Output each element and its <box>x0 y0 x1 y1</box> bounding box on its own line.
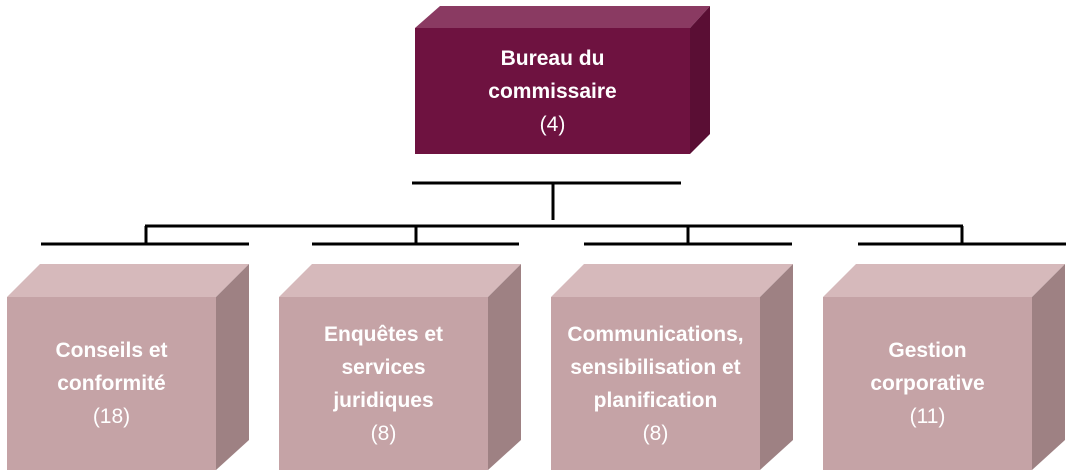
division-title-line: Conseils et <box>55 339 168 362</box>
top-unit-box-front-face <box>415 28 690 154</box>
division-title-line: juridiques <box>333 388 434 412</box>
division-label-enquetes: Enquêtes et services juridiques (8) <box>279 297 488 470</box>
division-box-3 <box>823 264 1065 470</box>
division-title-line: services <box>341 355 426 379</box>
division-box-front-face <box>823 297 1032 470</box>
connector-lines <box>41 181 1066 246</box>
division-box-side-face <box>488 264 521 470</box>
division-title-line: planification <box>593 388 718 412</box>
top-unit-box-side-face <box>690 6 710 154</box>
division-staff-count: (18) <box>92 405 131 428</box>
top-unit-label: Bureau du commissaire (4) <box>415 28 690 154</box>
division-box-top-face <box>7 264 249 297</box>
top-unit-box <box>415 6 710 154</box>
division-box-front-face <box>7 297 216 470</box>
division-box-1 <box>279 264 521 470</box>
division-staff-count: (11) <box>909 405 946 428</box>
division-title-line: Gestion <box>888 339 967 362</box>
top-unit-staff-count: (4) <box>539 112 566 136</box>
division-box-side-face <box>760 264 793 470</box>
division-title-line: Communications, <box>567 322 744 346</box>
top-unit-box-top-face <box>415 6 710 28</box>
top-unit-title-line-2: commissaire <box>488 79 617 103</box>
division-box-top-face <box>279 264 521 297</box>
division-box-top-face <box>823 264 1065 297</box>
division-staff-count: (8) <box>370 421 397 445</box>
division-title-line: sensibilisation et <box>570 355 741 379</box>
division-box-2 <box>551 264 793 470</box>
division-title-line: corporative <box>870 372 985 395</box>
division-label-gestion: Gestion corporative (11) <box>823 297 1032 470</box>
division-box-front-face <box>279 297 488 470</box>
division-title-line: Enquêtes et <box>323 322 444 346</box>
division-box-top-face <box>551 264 793 297</box>
division-box-0 <box>7 264 249 470</box>
top-unit-title-line-1: Bureau du <box>500 46 605 70</box>
division-box-side-face <box>216 264 249 470</box>
division-box-side-face <box>1032 264 1065 470</box>
division-box-front-face <box>551 297 760 470</box>
division-title-line: conformité <box>57 372 166 395</box>
division-staff-count: (8) <box>642 421 669 445</box>
division-label-communications: Communications, sensibilisation et plani… <box>551 297 760 470</box>
division-label-conseils: Conseils et conformité (18) <box>7 297 216 470</box>
